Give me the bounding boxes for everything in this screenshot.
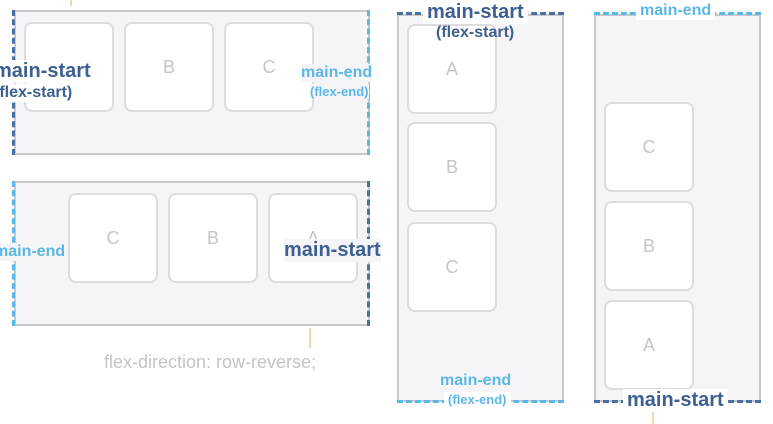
flex-item: B: [604, 201, 694, 291]
main-start-label: main-start: [284, 239, 381, 262]
main-end-label: main-end: [301, 64, 373, 82]
flex-item: C: [407, 222, 497, 312]
flex-item: A: [268, 193, 358, 283]
flex-item: C: [68, 193, 158, 283]
flex-end-label: (flex-end): [310, 84, 369, 99]
connector-tick: [309, 328, 311, 348]
flex-row-reverse-container: C B A: [14, 181, 370, 326]
connector-tick: [652, 408, 654, 424]
flex-direction-caption: flex-direction: row-reverse;: [104, 352, 317, 372]
main-end-line: [367, 10, 370, 155]
flex-item: B: [124, 22, 214, 112]
main-end-label: main-end: [0, 243, 66, 261]
main-end-label: main-end: [440, 372, 512, 389]
flex-item: B: [168, 193, 258, 283]
flex-item: A: [604, 300, 694, 390]
flex-start-label: (flex-start): [0, 84, 73, 102]
main-start-label: main-start: [0, 60, 91, 83]
main-end-label: main-end: [636, 2, 716, 20]
flex-item: B: [407, 122, 497, 212]
flex-start-label: (flex-start): [436, 24, 515, 41]
flex-item: C: [604, 102, 694, 192]
flex-end-label: (flex-end): [444, 392, 511, 407]
flex-item: A: [407, 24, 497, 114]
connector-tick: [70, 0, 72, 6]
flex-column-container: A B C: [397, 14, 564, 402]
flex-column-reverse-container: C B A: [594, 14, 761, 402]
main-start-label: main-start: [423, 1, 528, 24]
main-start-label: main-start: [623, 389, 728, 412]
